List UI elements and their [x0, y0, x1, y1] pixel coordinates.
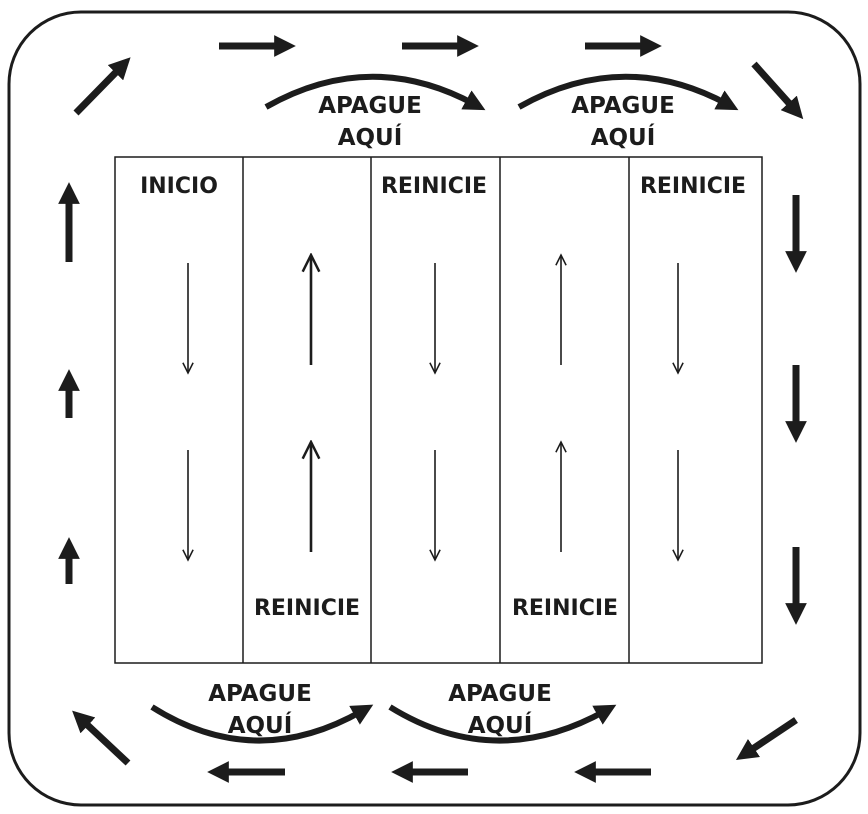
turn-off-label-line2: AQUÍ [338, 123, 403, 151]
strip-arrows [188, 255, 678, 560]
turn-off-label-line2: AQUÍ [591, 123, 656, 151]
turn-off-label-line1: APAGUE [208, 681, 312, 707]
turn-off-label-line2: AQUÍ [468, 711, 533, 739]
turn-arrows [150, 73, 739, 744]
turn-off-label-line1: APAGUE [571, 93, 675, 119]
turn-arrow [150, 704, 374, 744]
start-label: INICIO [140, 174, 218, 199]
turn-arrow [517, 73, 739, 111]
restart-label: REINICIE [254, 596, 360, 621]
turn-off-label-line1: APAGUE [448, 681, 552, 707]
turn-arrow [388, 704, 617, 744]
turn-off-label-line2: AQUÍ [228, 711, 293, 739]
perimeter-arrow [751, 61, 804, 120]
turn-off-label-line1: APAGUE [318, 93, 422, 119]
strip-area [114, 156, 763, 664]
perimeter-arrow [72, 710, 131, 766]
turn-arrow [264, 73, 486, 111]
restart-label: REINICIE [512, 596, 618, 621]
perimeter-arrow [73, 57, 131, 116]
lawn-boundary [7, 10, 862, 807]
perimeter-arrows [58, 35, 807, 783]
perimeter-arrow [735, 717, 798, 761]
restart-label: REINICIE [381, 174, 487, 199]
restart-label: REINICIE [640, 174, 746, 199]
